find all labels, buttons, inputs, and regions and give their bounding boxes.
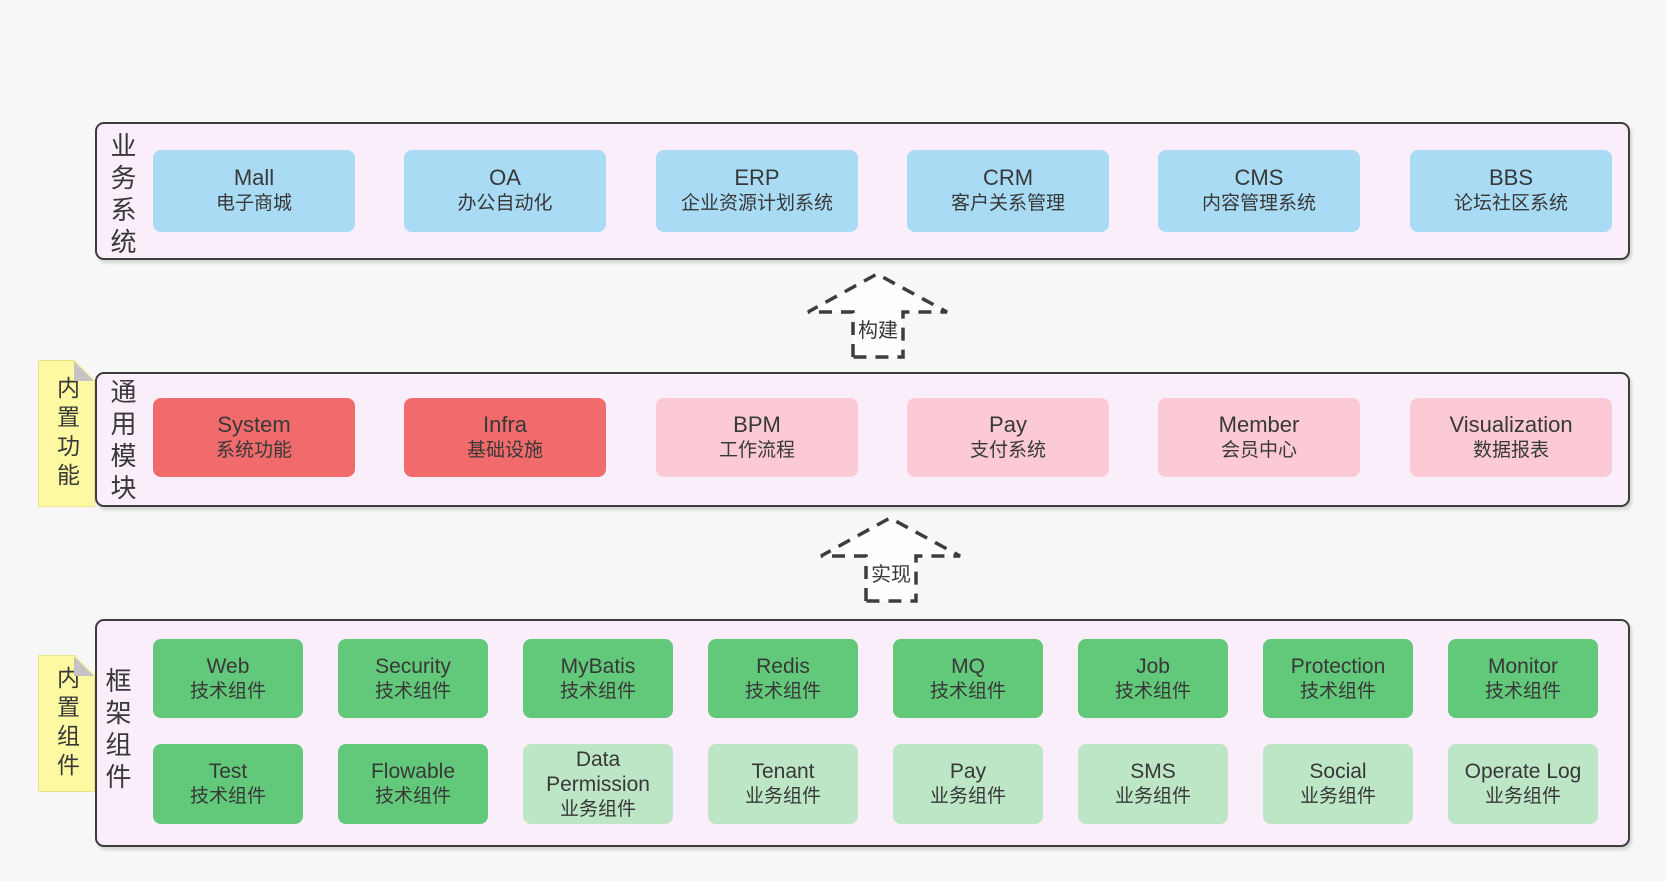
box-title: OA xyxy=(489,165,521,190)
box-title: Member xyxy=(1218,411,1300,437)
box-subtitle: 业务组件 xyxy=(1299,786,1376,807)
box-social: Social 业务组件 xyxy=(1263,744,1413,824)
box-bpm: BPM 工作流程 xyxy=(656,398,858,477)
box-erp: ERP 企业资源计划系统 xyxy=(656,150,858,232)
box-title: Flowable xyxy=(370,760,456,783)
box-subtitle: 工作流程 xyxy=(718,439,795,461)
box-monitor: Monitor 技术组件 xyxy=(1448,639,1598,718)
box-title: BBS xyxy=(1488,165,1534,190)
box-subtitle: 内容管理系统 xyxy=(1201,193,1316,214)
box-sms: SMS 业务组件 xyxy=(1078,744,1228,824)
box-subtitle: 支付系统 xyxy=(969,439,1046,461)
box-tenant: Tenant 业务组件 xyxy=(708,744,858,824)
framework-components-label: 框架组件 xyxy=(102,667,132,795)
box-member: Member 会员中心 xyxy=(1158,398,1360,477)
box-subtitle: 技术组件 xyxy=(374,680,451,702)
box-subtitle: 电子商城 xyxy=(215,193,292,214)
sticky-text: 内置功能 xyxy=(53,375,80,492)
box-test: Test 技术组件 xyxy=(153,744,303,824)
box-title: MyBatis xyxy=(560,654,636,678)
box-subtitle: 数据报表 xyxy=(1472,439,1549,461)
sticky-note-builtin-features: 内置功能 xyxy=(38,360,95,507)
box-title: SMS xyxy=(1130,760,1176,783)
box-pay-component: Pay 业务组件 xyxy=(893,744,1043,824)
box-subtitle: 业务组件 xyxy=(1484,786,1561,807)
box-job: Job 技术组件 xyxy=(1078,639,1228,718)
box-title: MQ xyxy=(951,654,985,678)
box-subtitle: 技术组件 xyxy=(1299,680,1376,702)
box-subtitle: 业务组件 xyxy=(929,786,1006,807)
box-pay-system: Pay 支付系统 xyxy=(907,398,1109,477)
sticky-fold-icon xyxy=(74,656,94,676)
sticky-text: 内置组件 xyxy=(53,665,80,782)
box-title: Job xyxy=(1136,654,1170,678)
box-mall: Mall 电子商城 xyxy=(153,150,355,232)
box-subtitle: 系统功能 xyxy=(215,439,292,461)
box-protection: Protection 技术组件 xyxy=(1263,639,1413,718)
box-title: Monitor xyxy=(1487,654,1559,678)
box-subtitle: 技术组件 xyxy=(744,680,821,702)
box-title: Pay xyxy=(989,411,1027,437)
box-title: Tenant xyxy=(751,760,815,783)
box-title: Operate Log xyxy=(1464,760,1582,783)
box-title: Web xyxy=(206,654,250,678)
box-title: Redis xyxy=(756,654,810,678)
box-title: Social xyxy=(1309,760,1367,783)
sticky-note-builtin-components: 内置组件 xyxy=(38,655,95,792)
box-security: Security 技术组件 xyxy=(338,639,488,718)
arrow-implement-label: 实现 xyxy=(871,564,911,586)
box-subtitle: 技术组件 xyxy=(929,680,1006,702)
arrow-up-implement-icon xyxy=(820,516,961,603)
box-oa: OA 办公自动化 xyxy=(404,150,606,232)
box-title: Visualization xyxy=(1449,411,1573,437)
box-subtitle: 客户关系管理 xyxy=(950,193,1065,214)
box-subtitle: 办公自动化 xyxy=(457,193,553,214)
box-bbs: BBS 论坛社区系统 xyxy=(1410,150,1612,232)
box-subtitle: 业务组件 xyxy=(559,798,636,820)
box-title: Test xyxy=(208,760,248,783)
box-subtitle: 技术组件 xyxy=(1114,680,1191,702)
box-subtitle: 技术组件 xyxy=(374,786,451,807)
sticky-fold-icon xyxy=(74,361,94,381)
box-title: CRM xyxy=(982,165,1034,190)
box-subtitle: 技术组件 xyxy=(189,786,266,807)
box-title: Data Permission xyxy=(546,747,650,796)
box-subtitle: 会员中心 xyxy=(1220,439,1297,461)
box-subtitle: 技术组件 xyxy=(559,680,636,702)
arrow-up-build-icon xyxy=(807,272,948,359)
box-subtitle: 业务组件 xyxy=(1114,786,1191,807)
box-subtitle: 企业资源计划系统 xyxy=(680,193,833,214)
box-mybatis: MyBatis 技术组件 xyxy=(523,639,673,718)
box-title: Mall xyxy=(233,165,275,190)
common-modules-label: 通用模块 xyxy=(107,378,137,506)
box-title: BPM xyxy=(733,411,781,437)
box-title: CMS xyxy=(1234,165,1284,190)
box-title: System xyxy=(217,411,291,437)
box-infra: Infra 基础设施 xyxy=(404,398,606,477)
box-web: Web 技术组件 xyxy=(153,639,303,718)
box-subtitle: 技术组件 xyxy=(189,680,266,702)
box-title: ERP xyxy=(734,165,780,190)
box-mq: MQ 技术组件 xyxy=(893,639,1043,718)
box-title: Protection xyxy=(1290,654,1386,678)
box-title: Pay xyxy=(949,760,987,783)
box-title: Security xyxy=(375,654,451,678)
box-redis: Redis 技术组件 xyxy=(708,639,858,718)
arrow-build-label: 构建 xyxy=(858,320,898,342)
box-subtitle: 论坛社区系统 xyxy=(1453,193,1568,214)
box-subtitle: 业务组件 xyxy=(744,786,821,807)
box-crm: CRM 客户关系管理 xyxy=(907,150,1109,232)
box-system: System 系统功能 xyxy=(153,398,355,477)
box-flowable: Flowable 技术组件 xyxy=(338,744,488,824)
box-visualization: Visualization 数据报表 xyxy=(1410,398,1612,477)
box-subtitle: 基础设施 xyxy=(466,439,543,461)
box-title: Infra xyxy=(482,411,528,437)
box-cms: CMS 内容管理系统 xyxy=(1158,150,1360,232)
box-data-permission: Data Permission 业务组件 xyxy=(523,744,673,824)
box-operate-log: Operate Log 业务组件 xyxy=(1448,744,1598,824)
box-subtitle: 技术组件 xyxy=(1484,680,1561,702)
business-systems-label: 业务系统 xyxy=(107,132,137,260)
